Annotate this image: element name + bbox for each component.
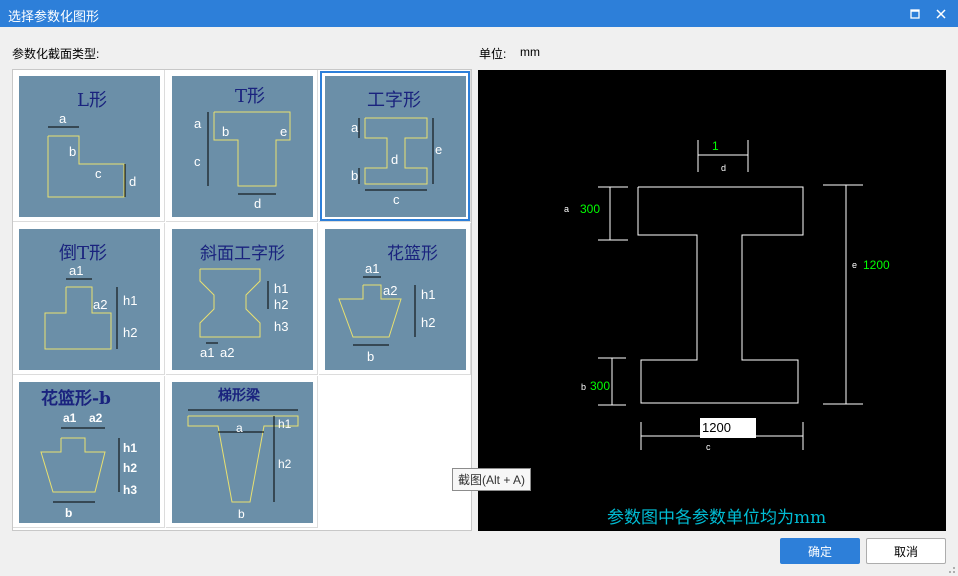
screenshot-tooltip: 截图(Alt + A) [452, 468, 532, 491]
svg-text:d: d [254, 196, 261, 211]
svg-text:a: a [564, 204, 569, 214]
cancel-button[interactable]: 取消 [866, 538, 946, 564]
svg-text:a1: a1 [69, 263, 83, 278]
shape-tile-l[interactable]: L形 a b c d [13, 70, 165, 222]
svg-text:b: b [238, 507, 245, 521]
svg-text:h1: h1 [274, 281, 288, 296]
i-section-preview: 1 d a 300 b 300 e 1200 c 参数图中各参数单位均为mm [564, 139, 890, 528]
svg-text:a1: a1 [365, 261, 379, 276]
shape-title: 工字形 [367, 90, 421, 111]
svg-text:a: a [59, 111, 67, 126]
shape-title: T形 [235, 86, 265, 107]
shape-grid: L形 a b c d T形 a b c d e [12, 69, 472, 531]
svg-text:a2: a2 [93, 297, 107, 312]
svg-text:b: b [351, 168, 358, 183]
param-c-input[interactable]: 1200 [700, 418, 756, 438]
svg-text:d: d [721, 163, 726, 173]
svg-text:b: b [581, 382, 586, 392]
title-bar: 选择参数化图形 [0, 0, 958, 27]
svg-text:h2: h2 [123, 461, 137, 475]
section-type-label: 参数化截面类型: [12, 47, 100, 61]
svg-text:h3: h3 [274, 319, 288, 334]
unit-label: 单位: [479, 47, 507, 61]
svg-text:h1: h1 [123, 441, 137, 455]
svg-text:a: a [236, 421, 243, 435]
shape-tile-i[interactable]: 工字形 a b c d e [319, 70, 471, 222]
shape-title: L形 [77, 90, 107, 111]
unit-value: mm [520, 45, 540, 59]
shape-tile-basket-b[interactable]: 花篮形-b a1 a2 h1 h2 h3 b [13, 376, 165, 528]
param-e-value[interactable]: 1200 [863, 258, 890, 272]
basket-b-diagram: 花篮形-b a1 a2 h1 h2 h3 b [40, 388, 137, 520]
svg-text:b: b [222, 124, 229, 139]
shape-tile-trapezoid[interactable]: 梯形梁 a b h1 h2 [166, 376, 318, 528]
l-shape-diagram: L形 a b c d [47, 90, 136, 198]
svg-text:h1: h1 [278, 417, 292, 431]
svg-text:c: c [393, 192, 400, 207]
svg-text:e: e [852, 260, 857, 270]
ok-button[interactable]: 确定 [780, 538, 860, 564]
svg-text:a: a [351, 120, 359, 135]
basket-diagram: 花篮形 a1 a2 h1 h2 b [338, 244, 438, 364]
resize-grip-icon[interactable] [946, 564, 956, 574]
svg-text:a2: a2 [89, 411, 103, 425]
svg-text:e: e [435, 142, 442, 157]
svg-text:a2: a2 [383, 283, 397, 298]
svg-text:a1: a1 [200, 345, 214, 360]
param-a-value[interactable]: 300 [580, 202, 600, 216]
svg-text:h2: h2 [274, 297, 288, 312]
shape-tile-t[interactable]: T形 a b c d e [166, 70, 318, 222]
svg-text:d: d [129, 174, 136, 189]
svg-text:h2: h2 [421, 315, 435, 330]
shape-tile-inverted-t[interactable]: 倒T形 a1 a2 h1 h2 [13, 223, 165, 375]
preview-panel: 1 d a 300 b 300 e 1200 c 参数图中各参数单位均为mm 1… [478, 70, 946, 531]
svg-text:h2: h2 [278, 457, 292, 471]
svg-text:a2: a2 [220, 345, 234, 360]
svg-text:a1: a1 [63, 411, 77, 425]
svg-text:h2: h2 [123, 325, 137, 340]
shape-title: 斜面工字形 [200, 244, 285, 264]
svg-text:c: c [95, 166, 102, 181]
shape-tile-sloped-i[interactable]: 斜面工字形 a1 a2 h1 h2 h3 [166, 223, 318, 375]
trapezoid-diagram: 梯形梁 a b h1 h2 [187, 387, 299, 521]
close-icon[interactable] [932, 5, 950, 23]
sloped-i-diagram: 斜面工字形 a1 a2 h1 h2 h3 [199, 244, 288, 360]
unit-note: 参数图中各参数单位均为mm [607, 508, 826, 528]
shape-title: 花篮形-b [41, 388, 111, 409]
svg-text:h3: h3 [123, 483, 137, 497]
svg-text:h1: h1 [123, 293, 137, 308]
svg-text:e: e [280, 124, 287, 139]
shape-tile-basket[interactable]: 花篮形 a1 a2 h1 h2 b [319, 223, 471, 375]
svg-text:c: c [706, 442, 711, 452]
svg-text:h1: h1 [421, 287, 435, 302]
maximize-icon[interactable] [906, 5, 924, 23]
inverted-t-diagram: 倒T形 a1 a2 h1 h2 [44, 243, 137, 350]
param-b-value[interactable]: 300 [590, 379, 610, 393]
svg-text:d: d [391, 152, 398, 167]
window-title: 选择参数化图形 [8, 9, 100, 24]
param-d-value[interactable]: 1 [712, 139, 719, 153]
svg-text:b: b [65, 506, 72, 520]
svg-text:a: a [194, 116, 202, 131]
shape-title: 花篮形 [387, 244, 438, 264]
svg-text:b: b [69, 144, 76, 159]
shape-title: 梯形梁 [218, 387, 261, 403]
shape-title: 倒T形 [59, 243, 107, 264]
t-shape-diagram: T形 a b c d e [194, 86, 291, 211]
svg-text:c: c [194, 154, 201, 169]
svg-text:b: b [367, 349, 374, 364]
i-shape-diagram: 工字形 a b c d e [351, 90, 442, 207]
